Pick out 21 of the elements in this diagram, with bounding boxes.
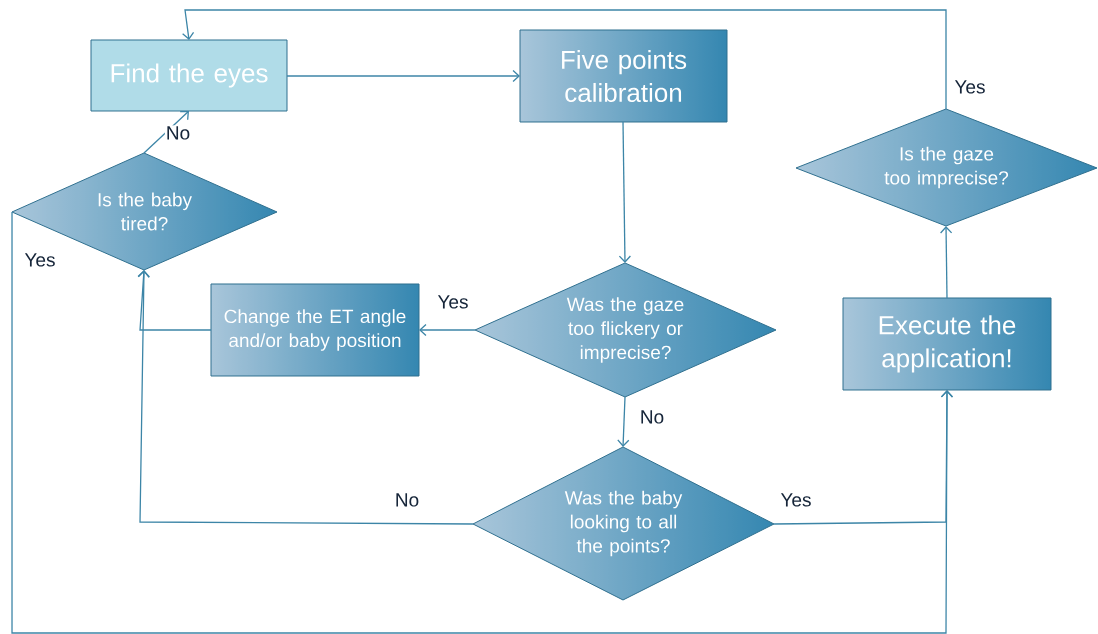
process-box: Change the ET angle and/or baby position <box>210 283 420 377</box>
start-box: Find the eyes <box>90 39 288 112</box>
process-box: Execute the application! <box>842 297 1052 391</box>
edge-label: Yes <box>23 252 57 268</box>
edge-label: Yes <box>953 79 987 95</box>
arrow <box>137 270 212 331</box>
edge-label: Yes <box>779 492 813 508</box>
arrow <box>143 111 189 154</box>
arrow <box>419 323 476 337</box>
arrow <box>286 69 520 83</box>
arrow <box>617 396 630 447</box>
process-box: Five points calibration <box>519 29 728 123</box>
edge-label: No <box>638 409 666 425</box>
edge-label: No <box>393 492 421 508</box>
arrow <box>11 211 954 634</box>
arrow <box>939 226 953 299</box>
edge-label: Yes <box>436 294 470 310</box>
edge-label: No <box>164 125 192 141</box>
arrow <box>182 9 947 110</box>
arrow <box>137 270 474 525</box>
arrow <box>618 121 632 263</box>
